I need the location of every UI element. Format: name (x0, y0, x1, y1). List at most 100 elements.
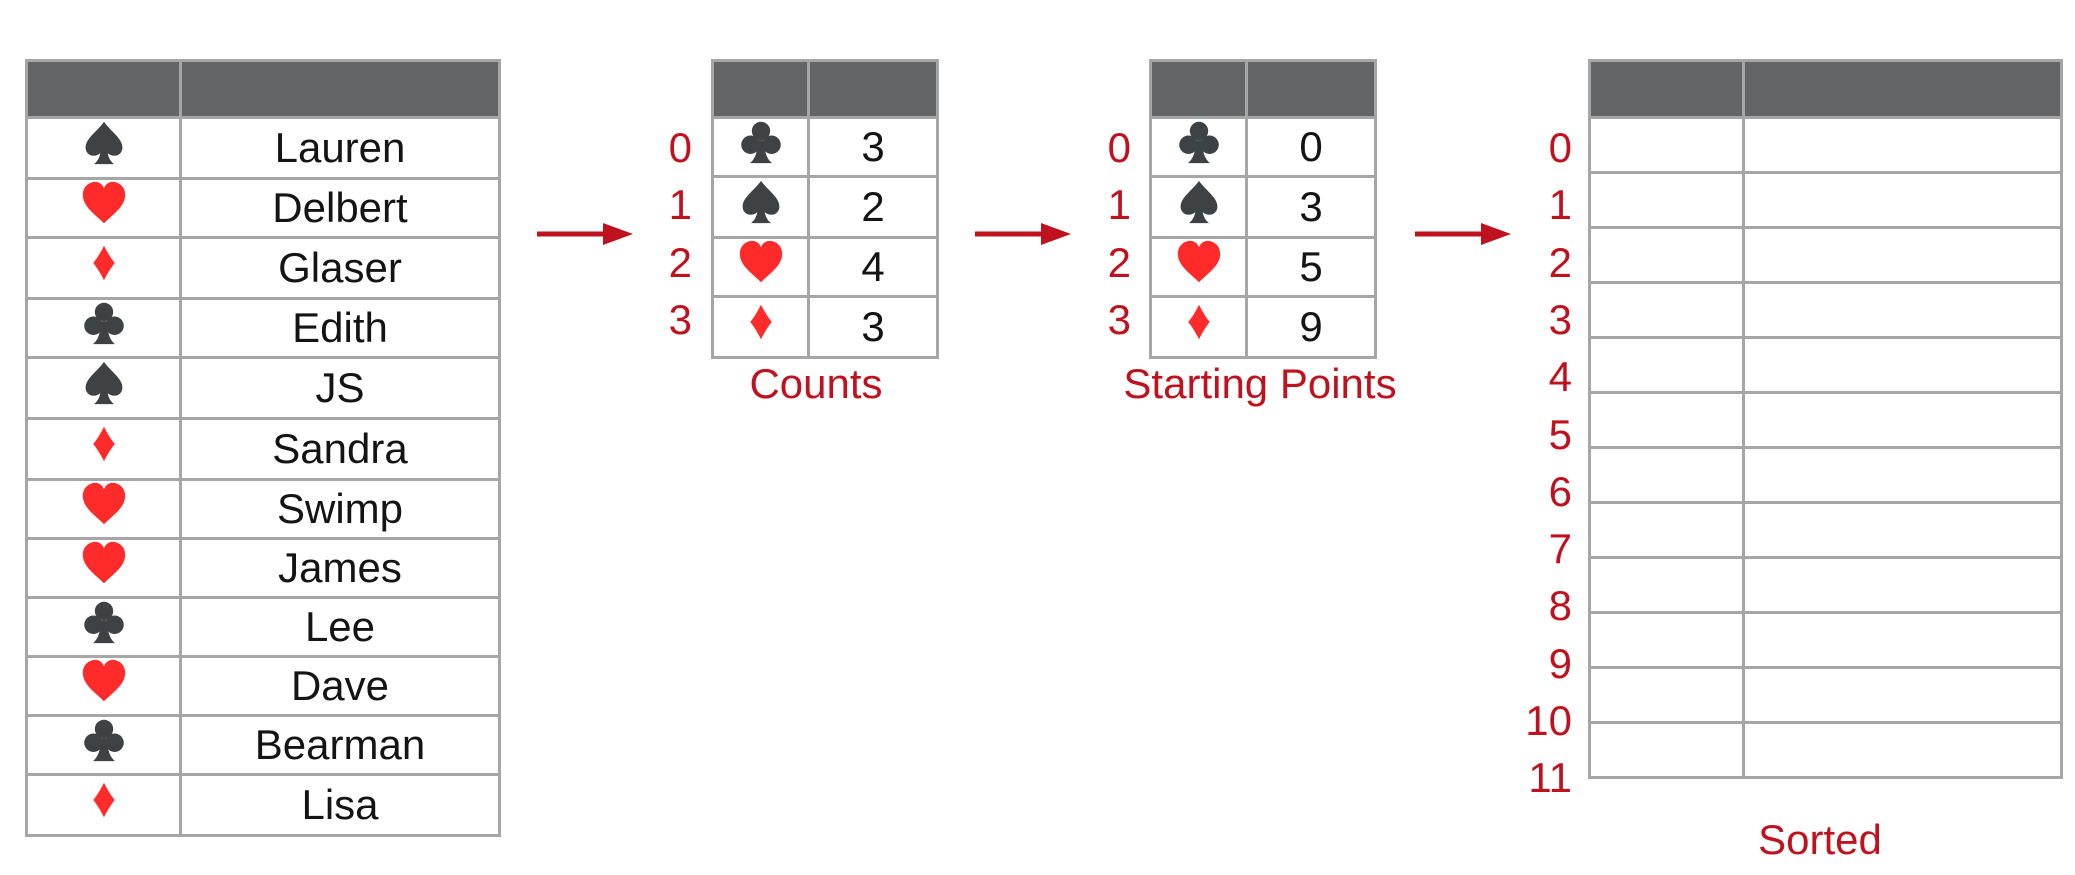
index-label: 4 (1548, 353, 1572, 401)
index-label: 2 (1107, 238, 1131, 286)
table-row: 3 (1149, 175, 1377, 239)
starting-points-caption: Starting Points (1123, 360, 1397, 407)
club-icon (81, 300, 127, 346)
index-label: 8 (1548, 582, 1572, 630)
suit-cell (711, 175, 810, 239)
value-cell: 5 (1245, 236, 1377, 298)
header-cell (1245, 59, 1377, 119)
header-cell (1149, 59, 1248, 119)
header-cell (25, 59, 182, 119)
name-cell: Swimp (179, 478, 501, 540)
heart-icon (79, 540, 129, 586)
index-label: 0 (1548, 124, 1572, 171)
index-label: 3 (1107, 295, 1131, 343)
heart-icon (79, 658, 129, 704)
empty-cell (1588, 281, 1745, 339)
table-row (1588, 116, 2063, 174)
suit-cell (25, 177, 182, 239)
arrow-right-icon (975, 223, 1071, 245)
name-cell: Lauren (179, 116, 501, 180)
table-row (1588, 391, 2063, 449)
index-label: 10 (1525, 697, 1572, 744)
suit-cell (25, 537, 182, 599)
table-row: Lee (25, 596, 501, 658)
suit-cell (25, 417, 182, 481)
diamond-icon (86, 420, 122, 468)
spade-icon (1176, 178, 1222, 226)
empty-cell (1742, 226, 2063, 284)
empty-cell (1742, 501, 2063, 559)
value-cell: 0 (1245, 116, 1377, 178)
table-row: 9 (1149, 295, 1377, 359)
table-row (1588, 446, 2063, 504)
empty-cell (1588, 721, 1745, 779)
suit-cell (25, 478, 182, 540)
empty-cell (1588, 666, 1745, 724)
suit-cell (1149, 295, 1248, 359)
index-label: 3 (668, 295, 692, 343)
table-row: 3 (711, 116, 939, 178)
value-cell: 3 (1245, 175, 1377, 239)
counts-caption: Counts (749, 360, 883, 407)
table-row (1588, 281, 2063, 339)
heart-icon (79, 180, 129, 226)
header-cell (711, 59, 810, 119)
table-row (1588, 171, 2063, 229)
spade-icon (81, 359, 127, 407)
spade-icon (738, 178, 784, 226)
table-row: Delbert (25, 177, 501, 239)
index-label: 3 (1548, 295, 1572, 343)
suit-cell (25, 714, 182, 776)
sorted-table (1588, 59, 2063, 779)
heart-icon (79, 481, 129, 527)
empty-cell (1588, 391, 1745, 449)
name-cell: Bearman (179, 714, 501, 776)
empty-cell (1742, 666, 2063, 724)
suit-cell (711, 236, 810, 298)
index-label: 0 (668, 124, 692, 171)
table-row: 4 (711, 236, 939, 298)
suit-cell (25, 655, 182, 717)
table-row (1588, 336, 2063, 394)
empty-cell (1588, 116, 1745, 174)
empty-cell (1742, 336, 2063, 394)
empty-cell (1742, 281, 2063, 339)
name-cell: Edith (179, 297, 501, 359)
suit-cell (711, 116, 810, 178)
empty-cell (1588, 336, 1745, 394)
name-cell: Dave (179, 655, 501, 717)
index-label: 6 (1548, 467, 1572, 515)
table-row: Bearman (25, 714, 501, 776)
diamond-icon (1181, 298, 1217, 346)
table-row: Lauren (25, 116, 501, 180)
club-icon (81, 717, 127, 763)
suit-cell (711, 295, 810, 359)
name-cell: Lisa (179, 773, 501, 837)
empty-cell (1742, 611, 2063, 669)
header-cell (1742, 59, 2063, 119)
empty-cell (1742, 171, 2063, 229)
name-cell: Glaser (179, 236, 501, 300)
index-label: 1 (1548, 181, 1572, 229)
table-row (1588, 611, 2063, 669)
index-label: 9 (1548, 639, 1572, 687)
diamond-icon (86, 239, 122, 287)
index-label: 0 (1107, 124, 1131, 171)
header-cell (1588, 59, 1745, 119)
empty-cell (1742, 446, 2063, 504)
table-row (1588, 226, 2063, 284)
table-row: James (25, 537, 501, 599)
arrow-right-icon (537, 223, 633, 245)
empty-cell (1588, 501, 1745, 559)
counts-table-header (711, 59, 939, 119)
empty-cell (1742, 721, 2063, 779)
header-cell (179, 59, 501, 119)
empty-cell (1742, 556, 2063, 614)
empty-cell (1742, 116, 2063, 174)
index-label: 1 (668, 181, 692, 229)
diamond-icon (743, 298, 779, 346)
heart-icon (736, 239, 786, 285)
value-cell: 9 (1245, 295, 1377, 359)
